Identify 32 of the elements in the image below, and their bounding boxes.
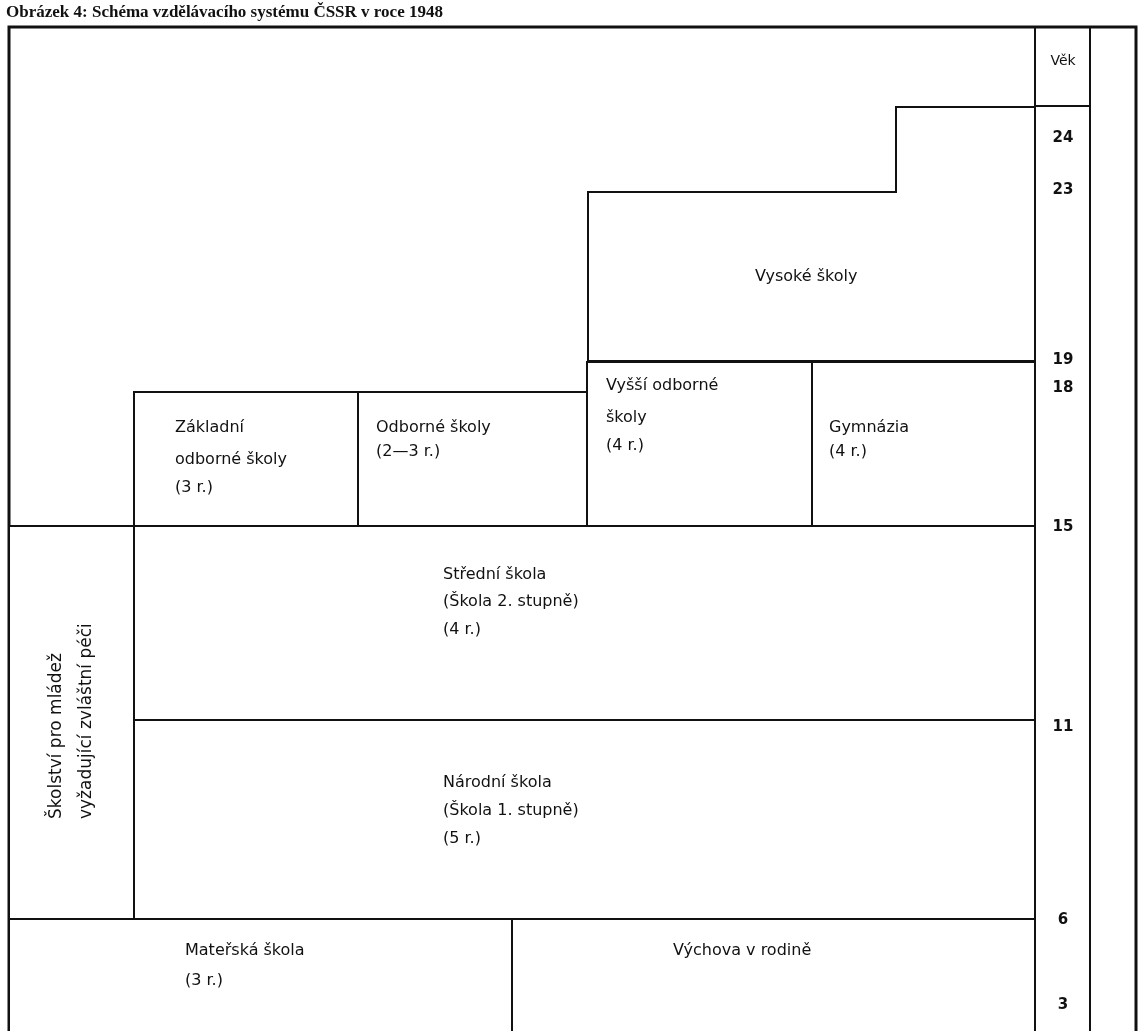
age-number: 6 [1056, 910, 1070, 928]
school-name: Gymnázia [829, 416, 910, 438]
school-detail: (3 r.) [185, 969, 223, 991]
school-detail: (4 r.) [829, 440, 867, 462]
school-name: Střední škola [443, 563, 547, 585]
age-number: 24 [1051, 128, 1075, 146]
school-name: Národní škola [443, 771, 552, 793]
age-number: 11 [1051, 717, 1075, 735]
school-name: Vysoké školy [755, 265, 858, 287]
school-detail: (2—3 r.) [376, 440, 441, 462]
school-box [133, 391, 359, 527]
age-number: 3 [1056, 995, 1070, 1013]
age-number: 23 [1051, 180, 1075, 198]
school-name: Základní odborné školy [175, 416, 288, 470]
school-detail: (3 r.) [175, 476, 213, 498]
school-label: Školství pro mládež vyžadující zvláštní péči [43, 622, 96, 819]
school-name: Vyšší odborné školy [606, 374, 720, 428]
age-number: 19 [1051, 350, 1075, 368]
school-detail: (Škola 2. stupně) [443, 590, 579, 612]
school-name: Mateřská škola [185, 939, 305, 961]
school-detail: (4 r.) [606, 434, 644, 456]
school-name: Odborné školy [376, 416, 491, 438]
school-block [587, 106, 1036, 362]
school-detail: (4 r.) [443, 618, 481, 640]
age-number: 15 [1051, 517, 1075, 535]
age-number: 18 [1051, 378, 1075, 396]
figure-title: Obrázek 4: Schéma vzdělávacího systému ČSSR v roce 1948 [6, 2, 443, 22]
column-header: Věk [1049, 52, 1077, 68]
school-detail: (Škola 1. stupně) [443, 799, 579, 821]
school-detail: (5 r.) [443, 827, 481, 849]
school-column [8, 525, 135, 920]
school-name: Výchova v rodině [673, 939, 812, 961]
